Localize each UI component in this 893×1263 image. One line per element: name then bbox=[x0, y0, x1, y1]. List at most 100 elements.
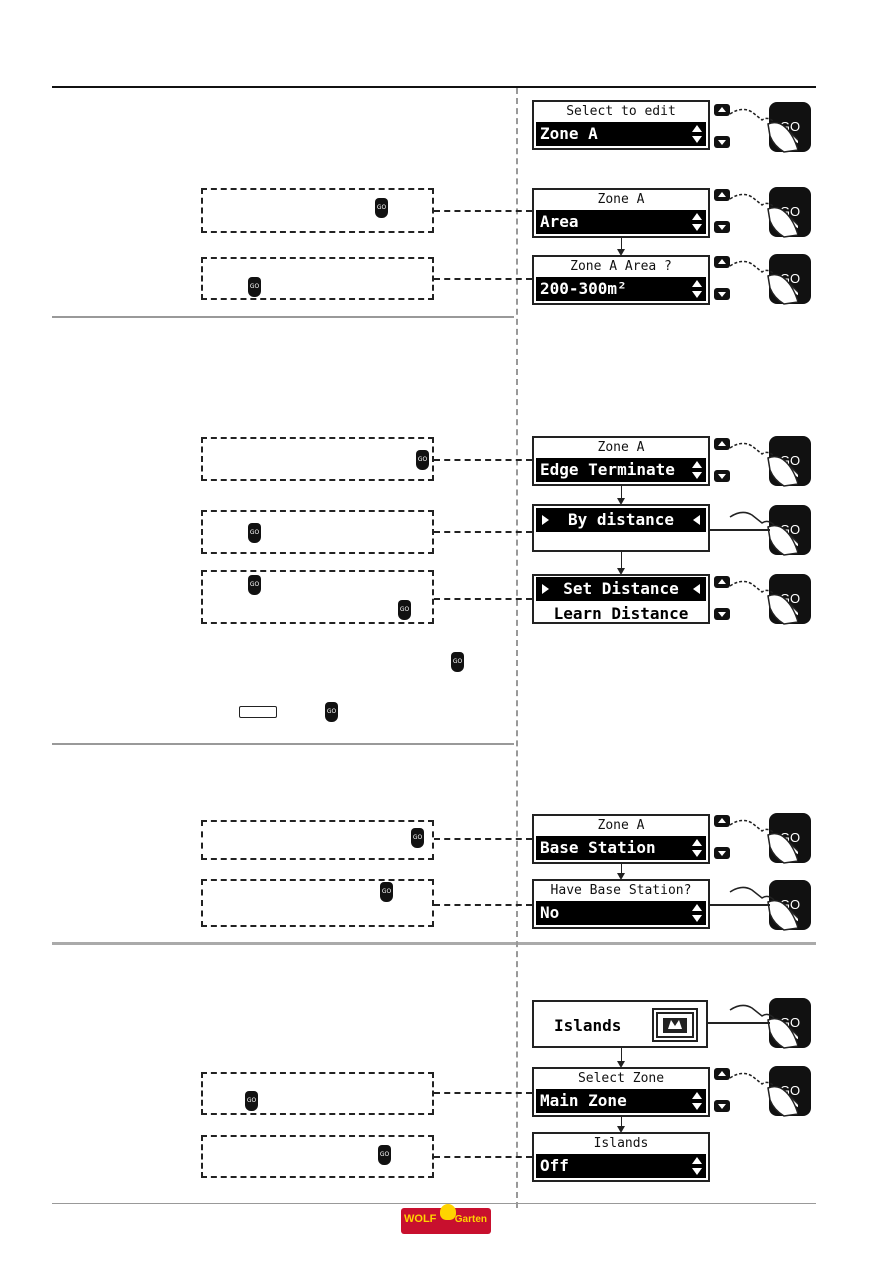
down-key-icon[interactable] bbox=[714, 221, 730, 233]
pointing-hand-icon bbox=[729, 1004, 798, 1049]
pointing-hand-icon bbox=[729, 442, 798, 487]
connector bbox=[434, 1156, 532, 1158]
up-down-icon bbox=[692, 838, 702, 858]
lcd-value: Main Zone bbox=[540, 1091, 627, 1110]
section-rule bbox=[52, 743, 514, 745]
lcd-value: No bbox=[540, 903, 560, 922]
lcd-line2: Learn Distance bbox=[553, 604, 689, 623]
up-down-icon bbox=[692, 903, 702, 923]
lcd-value: Base Station bbox=[540, 838, 656, 857]
lcd-title: Have Base Station? bbox=[550, 883, 692, 898]
section-rule bbox=[52, 316, 514, 318]
section-rule bbox=[52, 86, 816, 88]
lcd-base-station: Zone A Base Station bbox=[532, 814, 710, 864]
connector bbox=[434, 531, 532, 533]
go-icon: GO bbox=[325, 702, 338, 722]
down-key-icon[interactable] bbox=[714, 1100, 730, 1112]
lcd-value: 200-300m² bbox=[540, 279, 627, 298]
connector bbox=[434, 598, 532, 600]
pointing-hand-icon bbox=[729, 819, 798, 864]
pointing-hand-icon bbox=[729, 886, 798, 931]
down-key-icon[interactable] bbox=[714, 288, 730, 300]
instruction-box bbox=[201, 1072, 434, 1115]
go-icon: GO bbox=[245, 1091, 258, 1111]
up-key-icon[interactable] bbox=[714, 815, 730, 827]
lcd-value: By distance bbox=[568, 510, 674, 529]
cursor-right-icon bbox=[542, 515, 549, 525]
lcd-by-distance: By distance bbox=[532, 504, 710, 552]
instruction-box bbox=[201, 257, 434, 300]
go-icon: GO bbox=[411, 828, 424, 848]
down-key-icon[interactable] bbox=[714, 136, 730, 148]
connector bbox=[434, 210, 532, 212]
wolf-garten-logo: WOLF Garten bbox=[401, 1204, 491, 1234]
go-icon: GO bbox=[248, 523, 261, 543]
flow-arrow bbox=[617, 552, 625, 575]
islands-label: Islands bbox=[554, 1016, 622, 1035]
lcd-title: Islands bbox=[593, 1136, 649, 1151]
go-icon: GO bbox=[398, 600, 411, 620]
instruction-box bbox=[201, 510, 434, 554]
go-line bbox=[710, 904, 770, 906]
go-icon: GO bbox=[380, 882, 393, 902]
instruction-box bbox=[201, 820, 434, 860]
down-key-icon[interactable] bbox=[714, 847, 730, 859]
pointing-hand-icon bbox=[729, 580, 798, 625]
pointing-hand-icon bbox=[729, 1072, 798, 1117]
lcd-title: Select Zone bbox=[577, 1071, 665, 1086]
flow-arrow bbox=[617, 238, 625, 256]
pointing-hand-icon bbox=[729, 260, 798, 305]
connector bbox=[434, 1092, 532, 1094]
up-key-icon[interactable] bbox=[714, 189, 730, 201]
up-down-icon bbox=[692, 1091, 702, 1111]
lcd-title: Zone A bbox=[597, 818, 645, 833]
go-icon: GO bbox=[375, 198, 388, 218]
pointing-hand-icon bbox=[729, 108, 798, 153]
flow-arrow bbox=[617, 1048, 625, 1068]
cursor-left-icon bbox=[693, 584, 700, 594]
connector bbox=[434, 278, 532, 280]
instruction-box bbox=[201, 570, 434, 624]
down-key-icon[interactable] bbox=[714, 470, 730, 482]
go-line bbox=[708, 1022, 770, 1024]
islands-icon bbox=[652, 1008, 698, 1042]
flow-arrow bbox=[617, 486, 625, 505]
footer-rule bbox=[52, 1203, 816, 1204]
up-key-icon[interactable] bbox=[714, 256, 730, 268]
connector bbox=[434, 838, 532, 840]
go-line bbox=[710, 529, 770, 531]
go-icon: GO bbox=[248, 575, 261, 595]
up-down-icon bbox=[692, 124, 702, 144]
cursor-left-icon bbox=[693, 515, 700, 525]
go-icon: GO bbox=[378, 1145, 391, 1165]
lcd-select-zone: Select Zone Main Zone bbox=[532, 1067, 710, 1117]
go-icon: GO bbox=[248, 277, 261, 297]
up-key-icon[interactable] bbox=[714, 1068, 730, 1080]
up-down-icon bbox=[692, 212, 702, 232]
flow-arrow bbox=[617, 864, 625, 880]
lcd-edge-terminate: Zone A Edge Terminate bbox=[532, 436, 710, 486]
up-key-icon[interactable] bbox=[714, 438, 730, 450]
up-down-icon bbox=[692, 279, 702, 299]
column-divider bbox=[516, 88, 518, 1208]
lcd-title: Zone A Area ? bbox=[570, 259, 672, 274]
islands-menu: Islands bbox=[532, 1000, 708, 1048]
lcd-zone-a-area-question: Zone A Area ? 200-300m² bbox=[532, 255, 710, 305]
lcd-have-base-station: Have Base Station? No bbox=[532, 879, 710, 929]
up-key-icon[interactable] bbox=[714, 104, 730, 116]
lcd-islands: Islands Off bbox=[532, 1132, 710, 1182]
lcd-value: Zone A bbox=[540, 124, 598, 143]
lcd-title: Zone A bbox=[597, 440, 645, 455]
instruction-box bbox=[201, 437, 434, 481]
go-icon: GO bbox=[416, 450, 429, 470]
down-key-icon[interactable] bbox=[714, 608, 730, 620]
lcd-set-distance: Set Distance Learn Distance bbox=[532, 574, 710, 624]
instruction-box bbox=[201, 1135, 434, 1178]
blank-key-icon bbox=[239, 706, 277, 718]
up-key-icon[interactable] bbox=[714, 576, 730, 588]
connector bbox=[434, 459, 532, 461]
lcd-select-to-edit: Select to edit Zone A bbox=[532, 100, 710, 150]
pointing-hand-icon bbox=[729, 511, 798, 556]
lcd-title: Zone A bbox=[597, 192, 645, 207]
lcd-value: Set Distance bbox=[563, 579, 679, 598]
